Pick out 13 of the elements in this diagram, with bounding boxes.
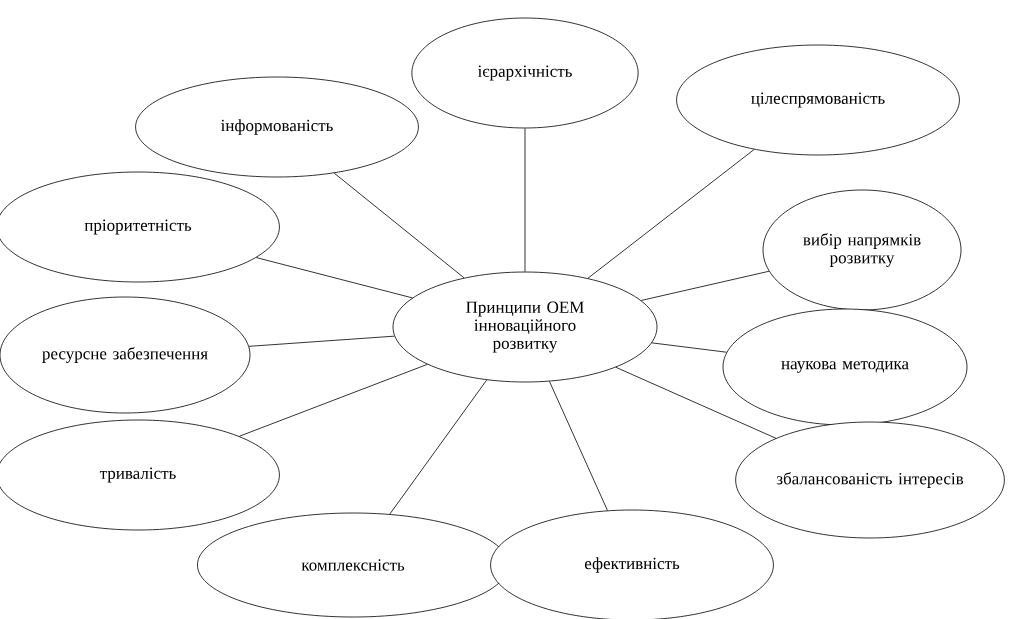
node-label: ефективність (584, 557, 680, 573)
connector-line (587, 149, 755, 279)
node-label: збалансованість інтересів (776, 472, 964, 488)
connector-line (389, 379, 488, 515)
connector-line (524, 128, 526, 272)
connector-line (248, 335, 395, 347)
connector-line (549, 381, 608, 511)
connector-line (333, 172, 465, 279)
connector-line (651, 342, 727, 353)
connector-line (640, 270, 770, 301)
connector-line (615, 366, 777, 439)
connector-line (238, 364, 428, 437)
connector-line (255, 257, 413, 299)
